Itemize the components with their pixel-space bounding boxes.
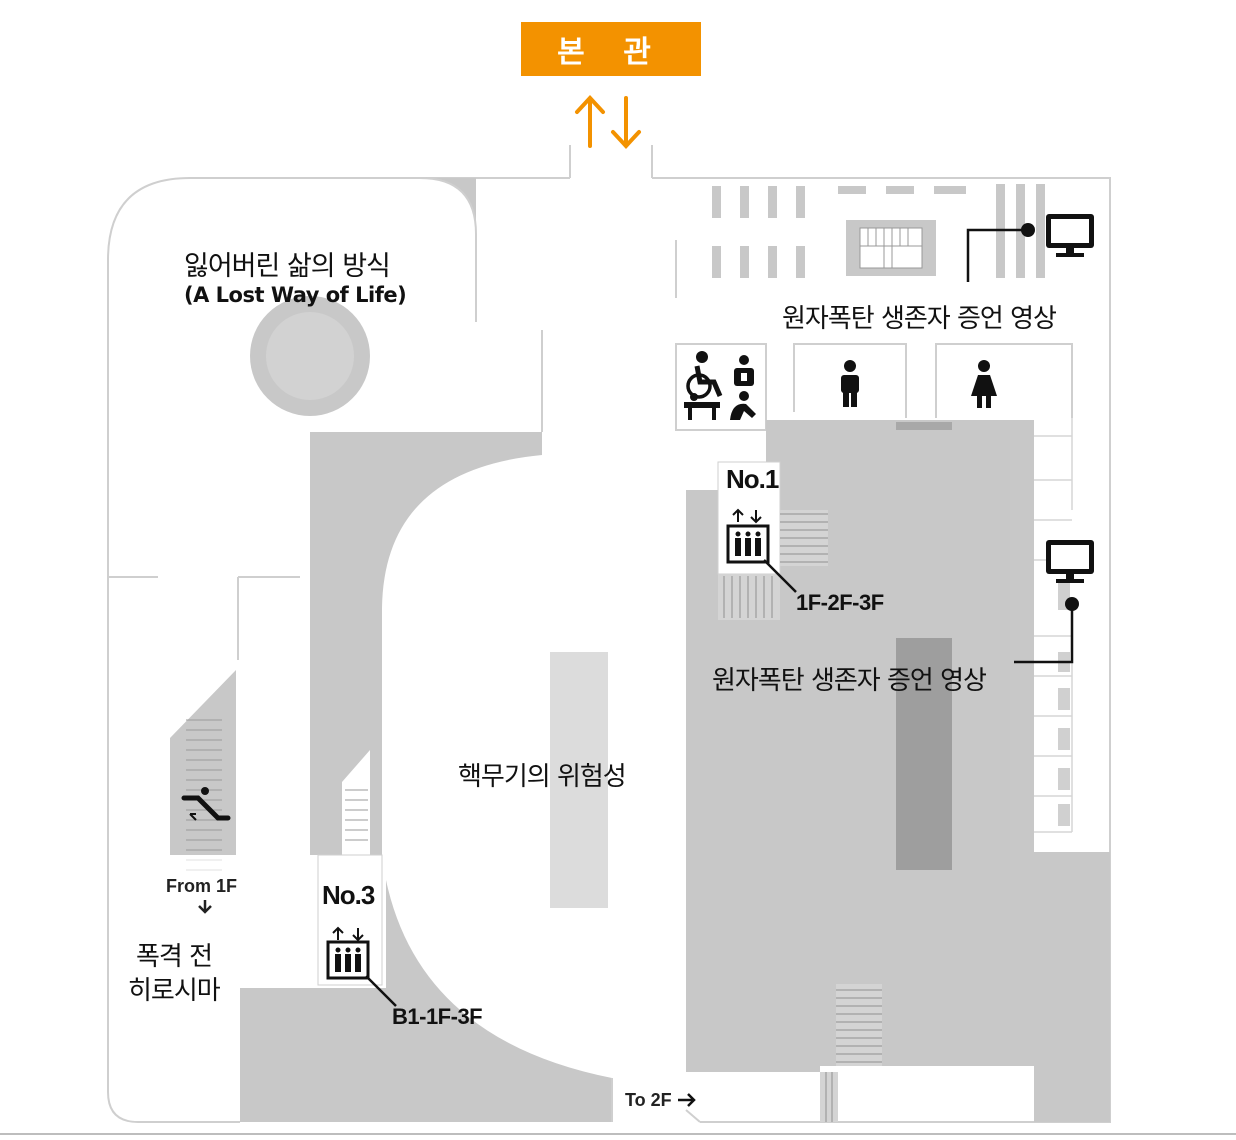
stairs-to-2f (820, 984, 882, 1122)
nursing-room-icon (730, 391, 756, 420)
leader-line (966, 228, 1028, 282)
nuclear-danger-label: 핵무기의 위험성 (458, 762, 627, 792)
elevator-no1-floors: 1F-2F-3F (796, 590, 884, 615)
escalator-from-1f-label: From 1F (166, 876, 238, 896)
center-left-wall (310, 432, 542, 855)
elevator-icon (326, 926, 370, 980)
wheelchair-icon (686, 351, 723, 399)
elevator-no1-label: No.1 (726, 464, 779, 494)
main-building-sign[interactable]: 본 관 (521, 22, 701, 76)
video-monitor-icon (1046, 214, 1094, 257)
bottom-center-wall (240, 880, 612, 1122)
testimony-video-label-mid: 원자폭탄 생존자 증언 영상 (712, 666, 987, 696)
ostomate-icon (734, 355, 754, 386)
baby-changing-icon (684, 393, 720, 420)
down-arrow-icon (198, 900, 212, 914)
escalator-icon (181, 787, 231, 821)
right-arrow-icon (678, 1093, 696, 1107)
stairs-no1 (718, 510, 828, 620)
mens-restroom-icon (841, 360, 859, 407)
pre-bombing-label-line2: 히로시마 (128, 976, 221, 1006)
testimony-screen-panel (896, 638, 952, 870)
up-down-arrows-icon (575, 95, 641, 149)
lost-way-title-ko: 잃어버린 삶의 방식 (184, 251, 391, 282)
testimony-video-label-top: 원자폭탄 생존자 증언 영상 (782, 304, 1057, 334)
top-right-staircase (846, 220, 936, 276)
leader-line (763, 559, 797, 593)
leader-line (365, 975, 397, 1007)
video-monitor-icon (1046, 540, 1094, 583)
right-inner-wall (686, 490, 1034, 1072)
bottom-right-wall (1034, 852, 1110, 1122)
lost-way-title-en: (A Lost Way of Life) (184, 283, 407, 307)
elevator-no3-label: No.3 (322, 880, 375, 910)
womens-restroom-icon (971, 360, 997, 408)
leader-line (1014, 604, 1074, 664)
nuclear-danger-panel (550, 652, 608, 908)
building-outline (107, 145, 1111, 1123)
escalator-1f (170, 670, 236, 875)
elevator-icon (726, 508, 770, 564)
lost-way-room (108, 177, 677, 660)
escalator-2 (345, 789, 368, 841)
stairs-to-2f-label: To 2F (625, 1090, 672, 1110)
pre-bombing-label-line1: 폭격 전 (136, 942, 213, 972)
elevator-no3-floors: B1-1F-3F (392, 1004, 483, 1029)
